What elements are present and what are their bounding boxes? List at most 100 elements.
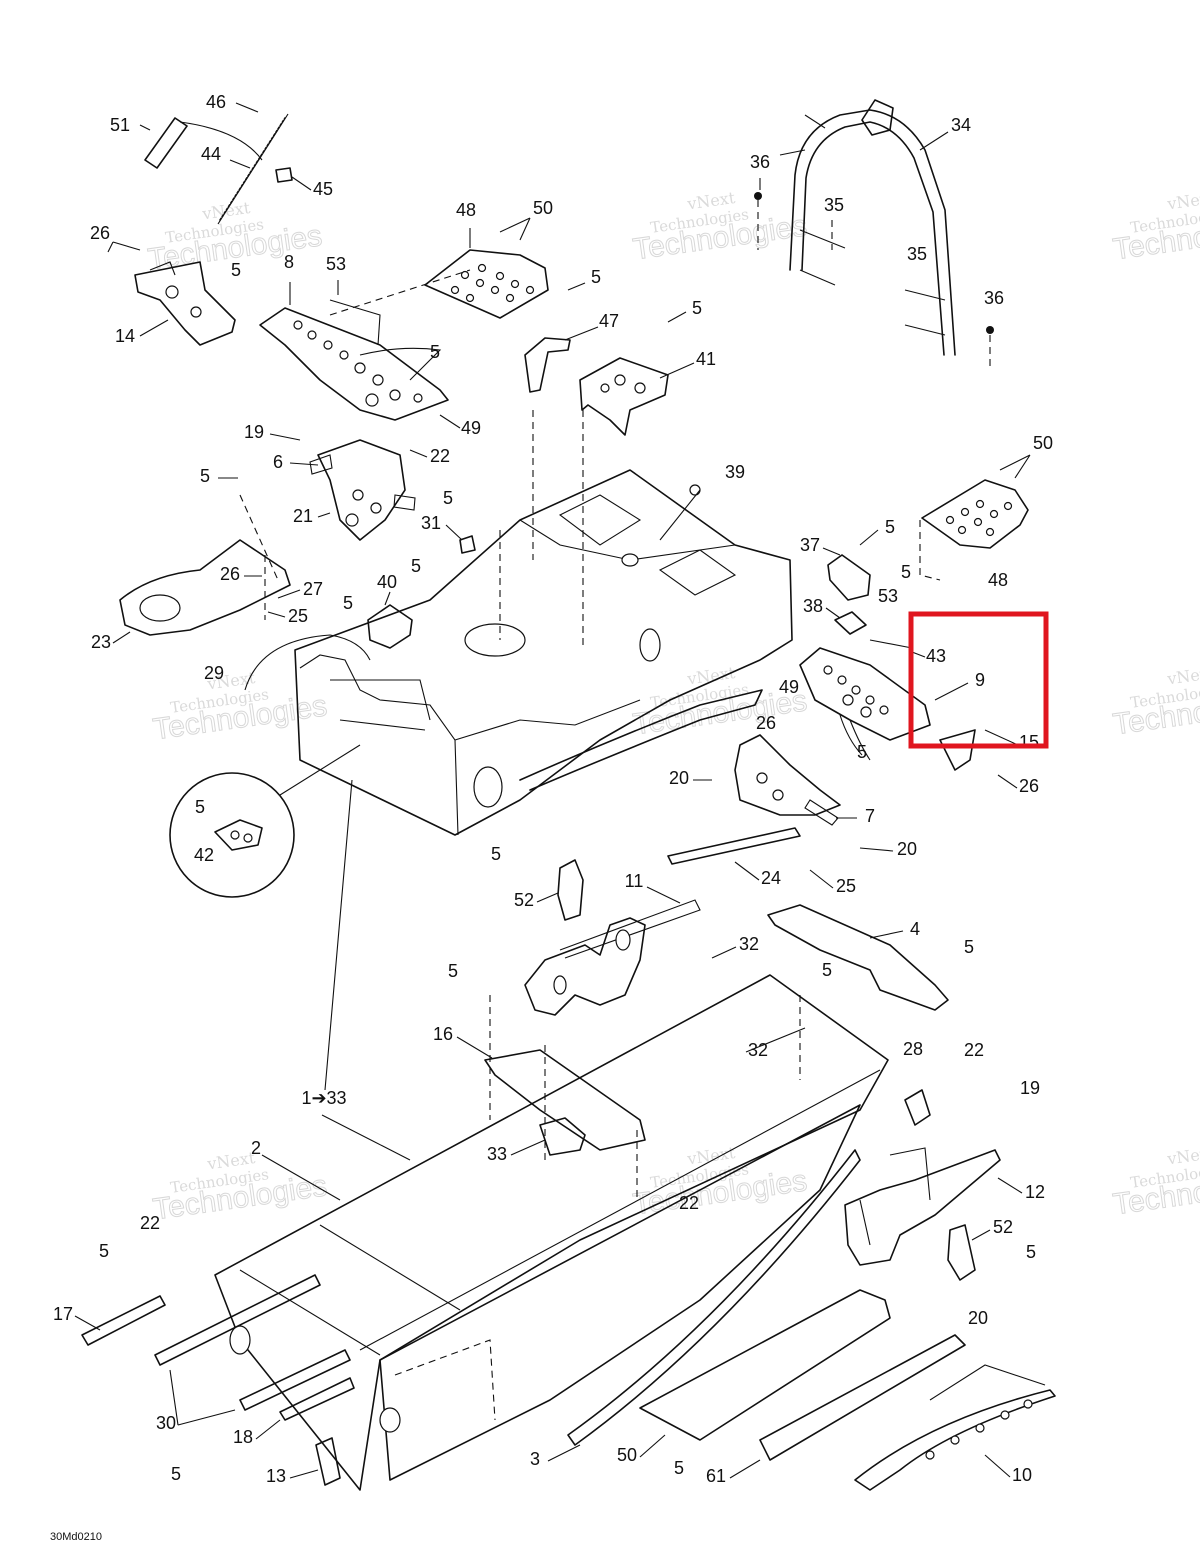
part-10-bracket [929, 1364, 1046, 1401]
hole [950, 1435, 960, 1445]
frame-edge [519, 519, 736, 561]
callout-c19b: 19 [1020, 1078, 1040, 1098]
callout-c29: 29 [204, 663, 224, 683]
part-14-hole [165, 285, 179, 299]
hole [553, 975, 567, 995]
callout-c45: 45 [313, 179, 333, 199]
hole [842, 694, 854, 706]
part-4-plate [767, 904, 949, 1011]
callout-c46: 46 [206, 92, 226, 112]
part-42-detail-circle [169, 772, 295, 898]
hole [505, 293, 515, 303]
part-9-bracket [799, 647, 931, 741]
leader [825, 607, 841, 619]
part-48-holes [450, 263, 535, 303]
leader [235, 102, 259, 113]
hole [465, 293, 475, 303]
hole [865, 695, 875, 705]
leader [112, 631, 131, 644]
part-7-shaft [804, 799, 839, 826]
hole [293, 320, 303, 330]
callout-c28: 28 [903, 1039, 923, 1059]
frame-edge [299, 654, 459, 836]
hole [510, 279, 520, 289]
leader [822, 547, 841, 556]
callout-c5c: 5 [591, 267, 601, 287]
callout-c5r: 5 [1026, 1242, 1036, 1262]
callout-c36a: 36 [750, 152, 770, 172]
hole [960, 507, 970, 517]
leader-lines [74, 102, 1031, 1479]
part-24-rail [667, 827, 801, 865]
part-40-hinge [367, 604, 413, 649]
part-30-rail [154, 1274, 321, 1366]
leader [261, 1154, 341, 1201]
hole [772, 789, 784, 801]
callout-c53b: 53 [878, 586, 898, 606]
callout-c6: 6 [273, 452, 283, 472]
callout-c26d: 26 [1019, 776, 1039, 796]
part-13-clip [315, 1437, 341, 1486]
leader [984, 729, 1019, 746]
callout-c9: 9 [975, 670, 985, 690]
part-52-clip [557, 859, 584, 921]
part-30-rail-lower [239, 1349, 351, 1411]
callout-c5k: 5 [857, 742, 867, 762]
callout-c27: 27 [303, 579, 323, 599]
watermark: vNext Technologies Technologies [151, 668, 330, 747]
part-48-plate [424, 249, 549, 319]
leader [289, 1469, 319, 1479]
tunnel-hole [229, 1325, 251, 1355]
frame-hole [473, 766, 503, 808]
leader [255, 1419, 281, 1440]
hole [460, 270, 470, 280]
callout-c5e: 5 [200, 466, 210, 486]
leader [911, 651, 926, 658]
callout-c61: 61 [706, 1466, 726, 1486]
callout-c37: 37 [800, 535, 820, 555]
callout-c5s: 5 [171, 1464, 181, 1484]
callout-c5h: 5 [343, 593, 353, 613]
watermark: vNext Technologies Technologies [1111, 1143, 1200, 1222]
callout-c5g: 5 [411, 556, 421, 576]
callout-c13: 13 [266, 1466, 286, 1486]
callout-c48a: 48 [456, 200, 476, 220]
callout-c34: 34 [951, 115, 971, 135]
leader [971, 1229, 991, 1241]
callout-c49b: 49 [779, 677, 799, 697]
leader [139, 124, 151, 131]
leader [269, 433, 301, 441]
callout-c15: 15 [1019, 732, 1039, 752]
hole [973, 517, 983, 527]
assembly-arrow [179, 121, 263, 161]
part-15-bracket [939, 729, 976, 771]
callout-c53a: 53 [326, 254, 346, 274]
part-48-right-plate [921, 479, 1029, 549]
leader [547, 1444, 581, 1462]
watermark: vNext Technologies Technologies [1111, 663, 1200, 742]
part-8-holes [293, 320, 423, 407]
frame-rail [330, 679, 431, 731]
part-6-shaft [309, 454, 416, 511]
callout-c14: 14 [115, 326, 135, 346]
hole [1003, 501, 1013, 511]
callout-c22b: 22 [964, 1040, 984, 1060]
hole [925, 1450, 935, 1460]
callout-c22c: 22 [679, 1193, 699, 1213]
callout-c43: 43 [926, 646, 946, 666]
frame-tube [519, 689, 763, 791]
watermark-group: vNext Technologies Technologies vNext Te… [146, 188, 1200, 1227]
callout-c30: 30 [156, 1413, 176, 1433]
hole [323, 340, 333, 350]
tunnel-fold [239, 1069, 881, 1356]
callout-c5j: 5 [901, 562, 911, 582]
callout-c5t: 5 [674, 1458, 684, 1478]
hole [1000, 1410, 1010, 1420]
leader [859, 529, 879, 546]
hole [615, 929, 631, 951]
watermark: vNext Technologies Technologies [631, 663, 810, 742]
part-31-clip [459, 535, 476, 554]
leader [291, 176, 312, 191]
hole [345, 513, 359, 527]
